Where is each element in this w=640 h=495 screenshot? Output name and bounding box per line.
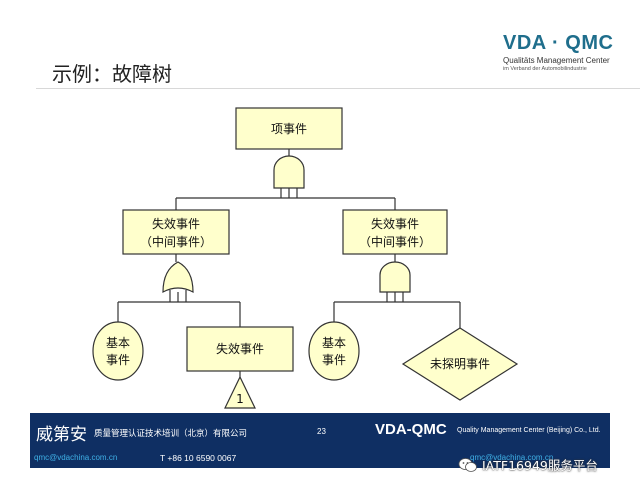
footer-email-link[interactable]: qmc@vdachina.com.cn: [34, 453, 118, 462]
transfer-number: 1: [236, 392, 244, 406]
basic-event-right-line2: 事件: [322, 353, 346, 367]
logo-mark-left: VDA: [503, 32, 546, 54]
footer-company: 质量管理认证技术培训（北京）有限公司: [94, 429, 248, 439]
footer-brand: 威第安: [36, 425, 87, 445]
logo-mark: VDA · QMC: [503, 32, 614, 54]
basic-event-left-line1: 基本: [106, 336, 130, 350]
page-number: 23: [317, 427, 326, 436]
wechat-icon: [458, 457, 477, 472]
left-event-label-line1: 失效事件: [152, 216, 200, 231]
left-or-gate-icon: [162, 261, 194, 293]
footer-vda-qmc: VDA-QMC: [375, 421, 447, 438]
header-divider: [36, 88, 640, 89]
right-intermediate-event-box: [342, 209, 448, 255]
undeveloped-event-label: 未探明事件: [430, 357, 490, 371]
left-intermediate-event-box: [122, 209, 230, 255]
top-event-box: [235, 107, 343, 150]
footer-bar: 威第安 质量管理认证技术培训（北京）有限公司 23 VDA-QMC Qualit…: [30, 413, 610, 468]
footer-phone: T +86 10 6590 0067: [160, 453, 237, 463]
watermark: IATF16949服务平台: [458, 455, 598, 474]
basic-event-left-circle: [92, 321, 144, 381]
basic-event-right-circle: [308, 321, 360, 381]
basic-event-left-line2: 事件: [106, 353, 130, 367]
transfer-triangle-icon: [224, 375, 256, 409]
top-and-gate-icon: [273, 155, 305, 189]
right-event-label-line1: 失效事件: [371, 216, 419, 231]
vda-qmc-logo: VDA · QMC Qualitäts Management Center im…: [503, 32, 633, 72]
logo-subtitle: Qualitäts Management Center: [503, 56, 610, 65]
logo-mark-right: QMC: [565, 32, 614, 54]
slide-title: 示例：故障树: [52, 62, 172, 86]
footer-center-name: Quality Management Center (Beijing) Co.,…: [457, 427, 601, 434]
right-event-label-line2: （中间事件）: [359, 234, 431, 249]
logo-tagline: im Verband der Automobilindustrie: [503, 66, 587, 72]
failure-event-label: 失效事件: [216, 341, 264, 356]
undeveloped-event-diamond: [401, 327, 519, 401]
right-and-gate-icon: [379, 261, 411, 293]
failure-event-box: [186, 326, 294, 372]
connector-lines: [117, 149, 461, 377]
top-event-label: 项事件: [271, 122, 307, 136]
left-event-label-line2: （中间事件）: [140, 234, 212, 249]
footer-email-link-right[interactable]: qmc@vdachina.com.cn: [470, 453, 554, 462]
basic-event-right-line1: 基本: [322, 336, 346, 350]
watermark-text: IATF16949服务平台: [482, 458, 598, 473]
